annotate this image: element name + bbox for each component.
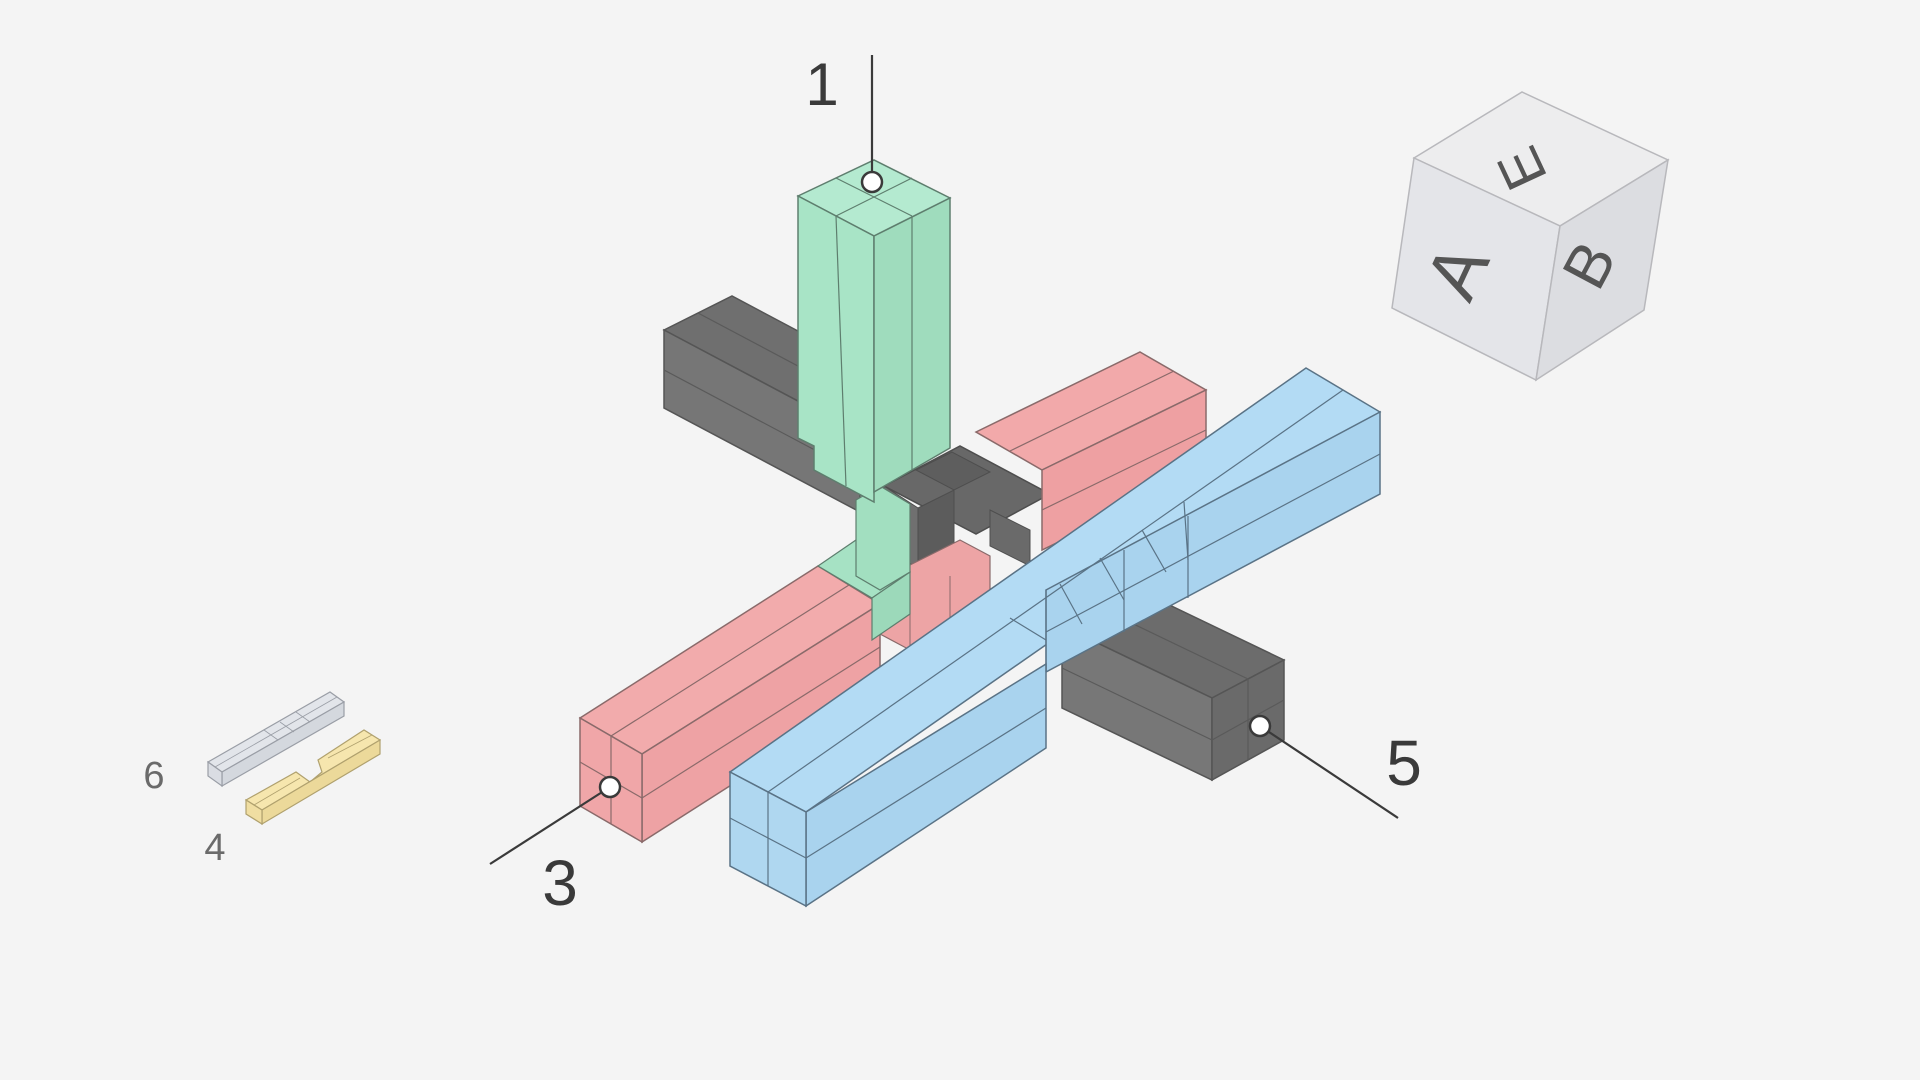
callout-5-marker[interactable] [1248,714,1272,738]
callout-1-marker[interactable] [860,170,884,194]
legend-piece-6[interactable]: 6 [143,691,346,797]
legend-6-label: 6 [143,755,164,797]
view-cube-right-face[interactable] [1535,158,1669,382]
callout-3-label: 3 [542,847,578,919]
callout-3: 3 [489,775,622,919]
callout-1: 1 [805,51,884,194]
view-cube[interactable]: E A B [1391,91,1670,382]
legend-piece-4[interactable]: 4 [204,729,382,869]
callout-3-marker[interactable] [598,775,622,799]
red-piece[interactable] [578,351,1208,844]
blue-piece[interactable] [728,367,1382,908]
green-piece[interactable] [796,159,952,642]
callout-5: 5 [1248,714,1422,819]
callout-5-label: 5 [1386,727,1422,799]
callout-1-label: 1 [805,51,838,118]
legend-4-label: 4 [204,827,225,869]
